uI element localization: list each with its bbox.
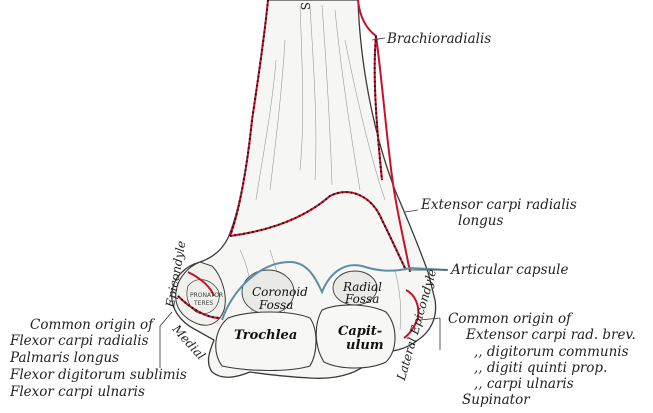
label-coronoid-1: Coronoid [252,285,308,299]
label-lateral-4: ,, carpi ulnaris [474,376,574,392]
label-pronator-2: TERES [194,300,214,307]
label-supinator: Supinator [462,392,530,408]
articular-capsule-line [221,260,449,321]
muscle-origin-lines [177,0,420,339]
label-radial-1: Radial [343,280,382,294]
label-common-origin-lateral: Common origin of [448,311,572,327]
label-common-origin-medial: Common origin of [30,317,154,333]
label-lateral-3: ,, digiti quinti prop. [474,360,608,376]
label-capitulum-1: Capit- [338,324,383,339]
label-medial-4: Flexor carpi ulnaris [10,384,145,400]
label-ecrl-line1: Extensor carpi radialis [421,197,577,213]
label-ecrl-line2: longus [458,213,504,229]
label-capitulum-2: ulum [346,338,384,353]
bone-hatching [239,4,402,331]
label-coronoid-2: Fossa [259,298,294,312]
label-brachioradialis: Brachioradialis [387,31,492,47]
label-lateral-2: ,, digitorum communis [474,344,629,360]
capitulum [315,304,396,369]
label-medial-3: Flexor digitorum sublimis [10,367,187,383]
label-medial-2: Palmaris longus [10,350,120,366]
label-trochlea: Trochlea [234,328,298,343]
label-radial-2: Fossa [345,292,380,306]
shaft-mark: S [298,2,312,11]
trochlea [215,311,317,372]
label-medial-1: Flexor carpi radialis [10,333,149,349]
label-articular-capsule: Articular capsule [451,262,569,278]
leader-lines [159,37,447,368]
label-pronator-1: PRONATOR [190,292,224,299]
label-lateral-1: Extensor carpi rad. brev. [466,327,636,343]
